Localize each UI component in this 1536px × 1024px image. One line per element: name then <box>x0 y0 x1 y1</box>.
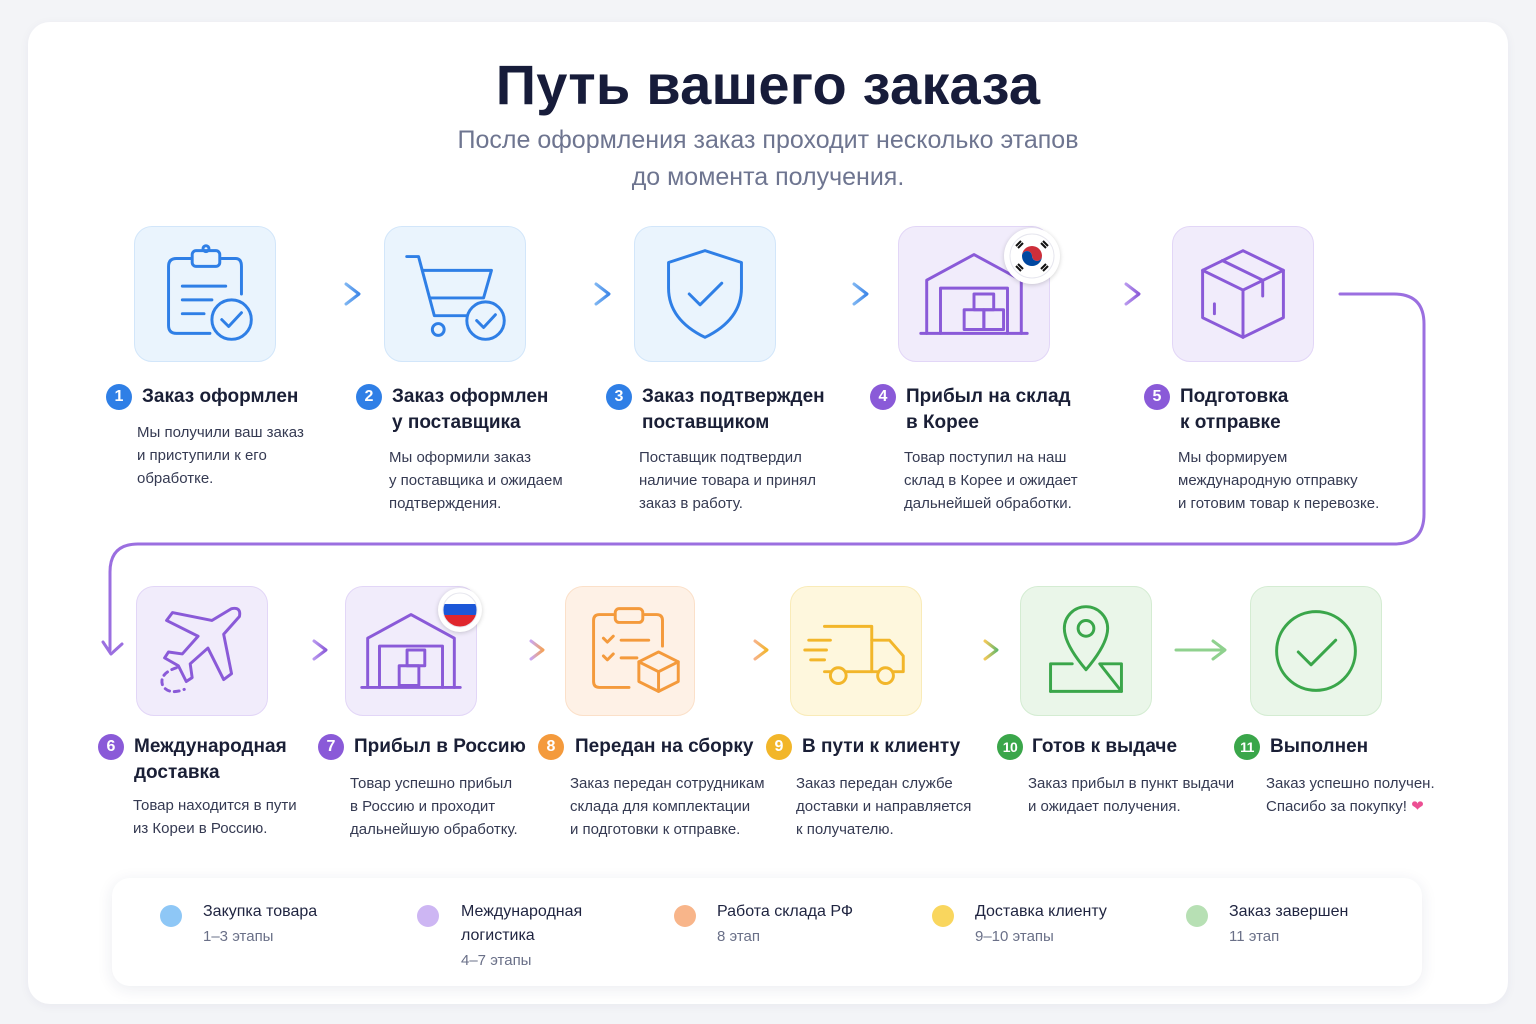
clipboard-check-icon <box>167 244 253 341</box>
step-10-desc: Заказ прибыл в пункт выдачи и ожидает по… <box>1028 775 1235 815</box>
step-10-number: 10 <box>997 734 1023 760</box>
step-3-number: 3 <box>606 384 632 410</box>
step-11-desc-text: Заказ успешно получен. Спасибо за покупк… <box>1266 775 1435 815</box>
legend-dot-purchase <box>160 905 182 927</box>
step-11-tile <box>1250 586 1382 716</box>
step-9-number: 9 <box>766 734 792 760</box>
step-4-desc: Товар поступил на наш склад в Корее и ож… <box>904 449 1078 512</box>
step-8-number: 8 <box>538 734 564 760</box>
step-6-desc: Товар находится в пути из Кореи в Россию… <box>133 797 297 837</box>
step-11-number: 11 <box>1234 734 1260 760</box>
warehouse-icon <box>919 253 1029 335</box>
airplane-icon <box>160 606 242 694</box>
warehouse-icon <box>360 613 462 689</box>
step-2-number: 2 <box>356 384 382 410</box>
check-circle-icon <box>1275 610 1357 692</box>
legend-sub-delivery: 9–10 этапы <box>975 928 1054 945</box>
step-6-title: Международная доставка <box>134 736 287 783</box>
legend-title-logistics: Международная логистика <box>461 903 583 944</box>
legend-sub-logistics: 4–7 этапы <box>461 952 532 969</box>
step-3-desc: Поставщик подтвердил наличие товара и пр… <box>639 449 817 512</box>
step-1-number: 1 <box>106 384 132 410</box>
legend-dot-warehouse <box>674 905 696 927</box>
shield-check-icon <box>667 249 743 339</box>
step-5-number: 5 <box>1144 384 1170 410</box>
truck-icon <box>803 624 905 685</box>
legend-title-purchase: Закупка товара <box>203 903 318 920</box>
legend-dot-logistics <box>417 905 439 927</box>
step-3-tile <box>634 226 776 362</box>
step-8-tile <box>565 586 695 716</box>
step-4-number: 4 <box>870 384 896 410</box>
step-11-desc: Заказ успешно получен. Спасибо за покупк… <box>1266 772 1435 818</box>
page-title: Путь вашего заказа <box>495 53 1041 116</box>
step-1-desc: Мы получили ваш заказ и приступили к его… <box>137 424 304 487</box>
legend-sub-warehouse: 8 этап <box>717 928 761 945</box>
korea-flag-icon <box>1004 228 1060 284</box>
legend-sub-complete: 11 этап <box>1229 928 1280 945</box>
legend-title-complete: Заказ завершен <box>1229 903 1349 920</box>
step-3-title: Заказ подтвержден поставщиком <box>642 386 825 433</box>
russia-flag-icon <box>438 588 482 632</box>
step-10-title: Готов к выдаче <box>1032 736 1178 757</box>
step-5-desc: Мы формируем международную отправку и го… <box>1178 449 1380 512</box>
step-1-tile <box>134 226 276 362</box>
heart-icon: ❤ <box>1411 798 1424 815</box>
step-8-desc: Заказ передан сотрудникам склада для ком… <box>570 775 765 838</box>
step-7-number: 7 <box>318 734 344 760</box>
step-2-title: Заказ оформлен у поставщика <box>392 386 549 433</box>
step-7-title: Прибыл в Россию <box>354 736 526 757</box>
legend-dot-delivery <box>932 905 954 927</box>
step-5-tile <box>1172 226 1314 362</box>
step-9-desc: Заказ передан службе доставки и направля… <box>796 775 972 838</box>
cart-check-icon <box>405 255 506 341</box>
step-8-title: Передан на сборку <box>575 736 754 757</box>
subtitle-line-1: После оформления заказ проходит нескольк… <box>457 126 1079 154</box>
step-9-title: В пути к клиенту <box>802 736 961 757</box>
step-7-desc: Товар успешно прибыл в Россию и проходит… <box>350 775 518 838</box>
box-icon <box>1201 249 1285 339</box>
legend-sub-purchase: 1–3 этапы <box>203 928 274 945</box>
step-6-tile <box>136 586 268 716</box>
step-6-number: 6 <box>98 734 124 760</box>
checklist-box-icon <box>592 607 680 693</box>
page-subtitle: После оформления заказ проходит нескольк… <box>368 122 1168 196</box>
step-4-title: Прибыл на склад в Корее <box>906 386 1071 433</box>
legend-dot-complete <box>1186 905 1208 927</box>
step-2-desc: Мы оформили заказ у поставщика и ожидаем… <box>389 449 563 512</box>
legend-title-delivery: Доставка клиенту <box>975 903 1107 920</box>
location-pin-icon <box>1049 605 1123 693</box>
step-5-title: Подготовка к отправке <box>1180 386 1289 433</box>
step-1-title: Заказ оформлен <box>142 386 299 407</box>
subtitle-line-2: до момента получения. <box>631 163 905 191</box>
step-2-tile <box>384 226 526 362</box>
legend-title-warehouse: Работа склада РФ <box>717 903 853 920</box>
step-10-tile <box>1020 586 1152 716</box>
step-9-tile <box>790 586 922 716</box>
legend-panel: Закупка товара 1–3 этапы Международная л… <box>112 878 1422 986</box>
step-11-title: Выполнен <box>1270 736 1369 757</box>
